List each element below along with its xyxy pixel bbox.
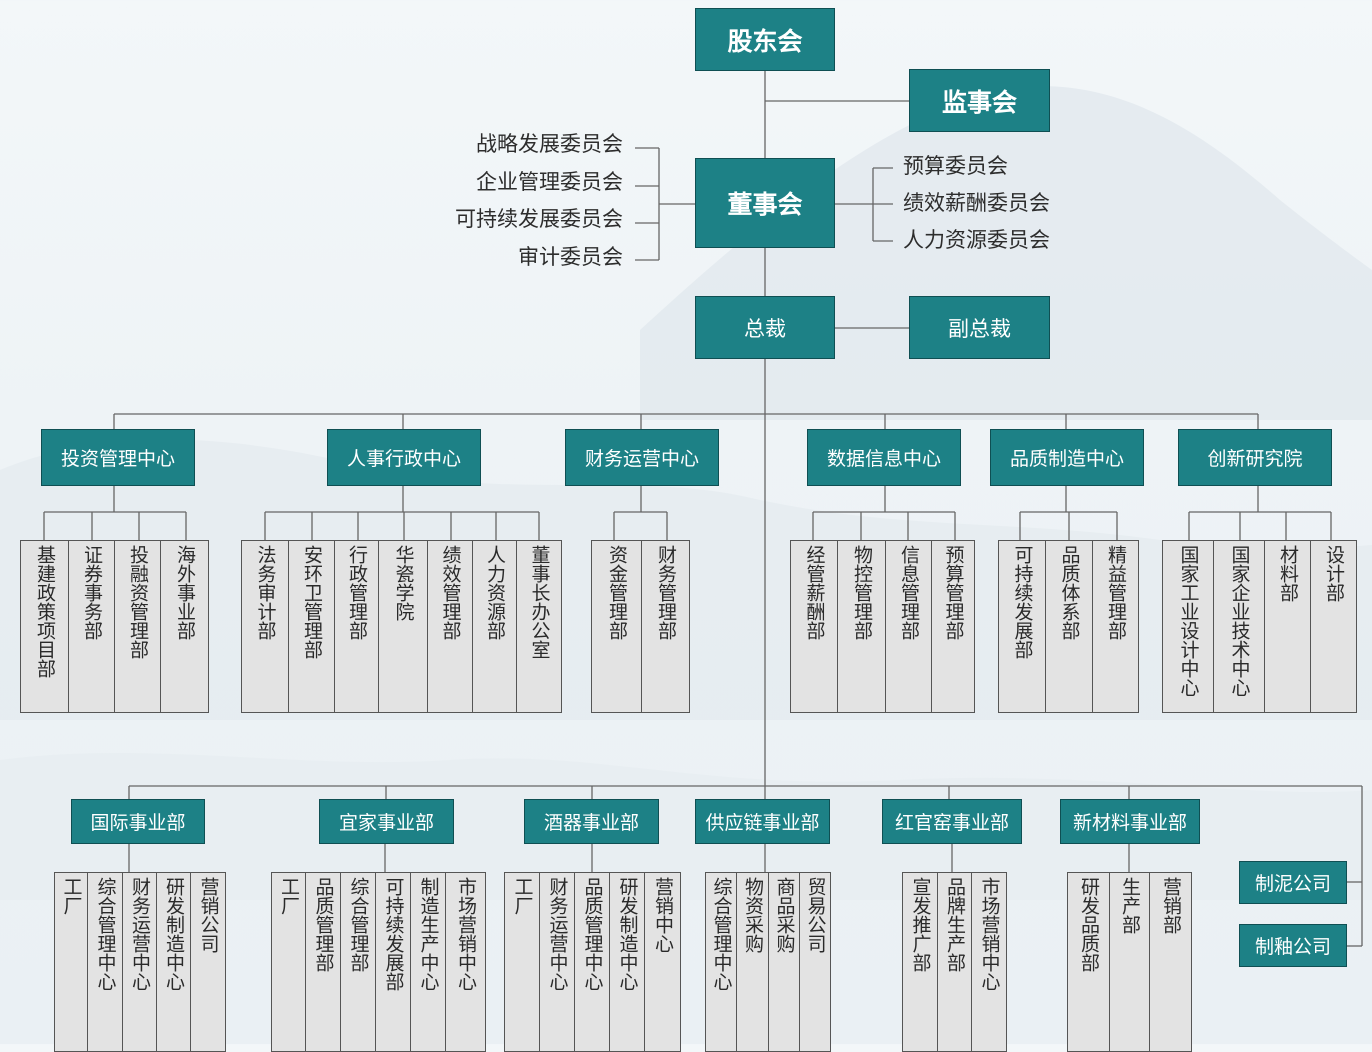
dept-column: 国家企业技术中心 xyxy=(1214,541,1265,712)
center-hr-admin: 人事行政中心 xyxy=(327,429,481,486)
dept-column: 工厂 xyxy=(505,873,540,1051)
dept-column: 可持续发展部 xyxy=(376,873,411,1051)
dept-group-quality: 可持续发展部 品质体系部 精益管理部 xyxy=(998,540,1139,713)
dept-column: 行政管理部 xyxy=(335,541,379,712)
dept-group-ikea: 工厂 品质管理部 综合管理部 可持续发展部 制造生产中心 市场营销中心 xyxy=(271,872,486,1052)
committee-strategy: 战略发展委员会 xyxy=(476,132,623,156)
dept-column: 市场营销中心 xyxy=(446,873,485,1051)
dept-column: 品牌生产部 xyxy=(938,873,972,1051)
dept-column: 研发制造中心 xyxy=(610,873,645,1051)
committee-hr: 人力资源委员会 xyxy=(903,228,1050,252)
dept-column: 研发品质部 xyxy=(1068,873,1110,1051)
dept-column: 材料部 xyxy=(1265,541,1311,712)
division-new-materials: 新材料事业部 xyxy=(1060,799,1200,844)
dept-column: 可持续发展部 xyxy=(999,541,1046,712)
dept-column: 生产部 xyxy=(1110,873,1150,1051)
committee-budget: 预算委员会 xyxy=(903,154,1008,178)
dept-column: 人力资源部 xyxy=(473,541,517,712)
dept-column: 精益管理部 xyxy=(1093,541,1138,712)
division-international: 国际事业部 xyxy=(71,799,205,844)
committee-sustainability: 可持续发展委员会 xyxy=(455,207,623,231)
dept-column: 设计部 xyxy=(1311,541,1356,712)
dept-column: 综合管理中心 xyxy=(706,873,737,1051)
dept-column: 海外事业部 xyxy=(161,541,208,712)
dept-group-finance: 资金管理部 财务管理部 xyxy=(591,540,690,713)
dept-column: 资金管理部 xyxy=(592,541,642,712)
dept-group-international: 工厂 综合管理中心 财务运营中心 研发制造中心 营销公司 xyxy=(54,872,226,1052)
division-ikea: 宜家事业部 xyxy=(319,799,454,844)
dept-column: 工厂 xyxy=(55,873,88,1051)
dept-column: 营销中心 xyxy=(645,873,680,1051)
dept-column: 财务运营中心 xyxy=(540,873,575,1051)
dept-column: 综合管理中心 xyxy=(88,873,123,1051)
dept-column: 信息管理部 xyxy=(886,541,932,712)
board-box: 董事会 xyxy=(695,158,835,248)
dept-column: 董事长办公室 xyxy=(517,541,561,712)
dept-column: 综合管理部 xyxy=(341,873,376,1051)
center-quality: 品质制造中心 xyxy=(990,429,1144,486)
dept-column: 基建政策项目部 xyxy=(21,541,69,712)
division-liquor-ware: 酒器事业部 xyxy=(524,799,659,844)
dept-column: 制造生产中心 xyxy=(411,873,446,1051)
dept-column: 品质管理部 xyxy=(306,873,341,1051)
dept-group-hr-admin: 法务审计部 安环卫管理部 行政管理部 华瓷学院 绩效管理部 人力资源部 董事长办… xyxy=(241,540,562,713)
supervisors-box: 监事会 xyxy=(909,69,1050,132)
dept-column: 贸易公司 xyxy=(800,873,830,1051)
center-innovation: 创新研究院 xyxy=(1178,429,1332,486)
division-red-kiln: 红官窑事业部 xyxy=(882,799,1022,844)
dept-column: 财务管理部 xyxy=(642,541,689,712)
dept-column: 品质管理中心 xyxy=(575,873,610,1051)
dept-column: 绩效管理部 xyxy=(428,541,473,712)
dept-column: 国家工业设计中心 xyxy=(1163,541,1214,712)
committee-management: 企业管理委员会 xyxy=(476,170,623,194)
committee-audit: 审计委员会 xyxy=(518,245,623,269)
dept-group-investment: 基建政策项目部 证券事务部 投融资管理部 海外事业部 xyxy=(20,540,209,713)
dept-group-innovation: 国家工业设计中心 国家企业技术中心 材料部 设计部 xyxy=(1162,540,1357,713)
dept-column: 投融资管理部 xyxy=(115,541,161,712)
dept-column: 法务审计部 xyxy=(242,541,289,712)
dept-column: 研发制造中心 xyxy=(157,873,191,1051)
dept-column: 商品采购 xyxy=(769,873,800,1051)
dept-column: 物资采购 xyxy=(737,873,769,1051)
president-box: 总裁 xyxy=(695,296,835,359)
dept-column: 营销公司 xyxy=(191,873,225,1051)
committee-compensation: 绩效薪酬委员会 xyxy=(903,191,1050,215)
dept-column: 市场营销中心 xyxy=(972,873,1006,1051)
dept-column: 营销部 xyxy=(1150,873,1191,1051)
dept-column: 安环卫管理部 xyxy=(289,541,335,712)
center-finance: 财务运营中心 xyxy=(565,429,719,486)
dept-group-liquor-ware: 工厂 财务运营中心 品质管理中心 研发制造中心 营销中心 xyxy=(504,872,681,1052)
dept-group-supply-chain: 综合管理中心 物资采购 商品采购 贸易公司 xyxy=(705,872,831,1052)
center-data-info: 数据信息中心 xyxy=(807,429,961,486)
dept-column: 经管薪酬部 xyxy=(791,541,838,712)
dept-column: 预算管理部 xyxy=(932,541,974,712)
dept-column: 证券事务部 xyxy=(69,541,115,712)
dept-column: 物控管理部 xyxy=(838,541,886,712)
center-investment: 投资管理中心 xyxy=(41,429,195,486)
division-supply-chain: 供应链事业部 xyxy=(695,799,830,844)
dept-column: 华瓷学院 xyxy=(379,541,428,712)
dept-column: 宣发推广部 xyxy=(903,873,938,1051)
company-clay: 制泥公司 xyxy=(1239,861,1347,904)
dept-column: 工厂 xyxy=(272,873,306,1051)
shareholders-box: 股东会 xyxy=(695,8,835,71)
vice-president-box: 副总裁 xyxy=(909,296,1050,359)
dept-group-data-info: 经管薪酬部 物控管理部 信息管理部 预算管理部 xyxy=(790,540,975,713)
dept-column: 财务运营中心 xyxy=(123,873,157,1051)
dept-column: 品质体系部 xyxy=(1046,541,1093,712)
dept-group-red-kiln: 宣发推广部 品牌生产部 市场营销中心 xyxy=(902,872,1007,1052)
company-glaze: 制釉公司 xyxy=(1239,924,1347,967)
dept-group-new-materials: 研发品质部 生产部 营销部 xyxy=(1067,872,1192,1052)
